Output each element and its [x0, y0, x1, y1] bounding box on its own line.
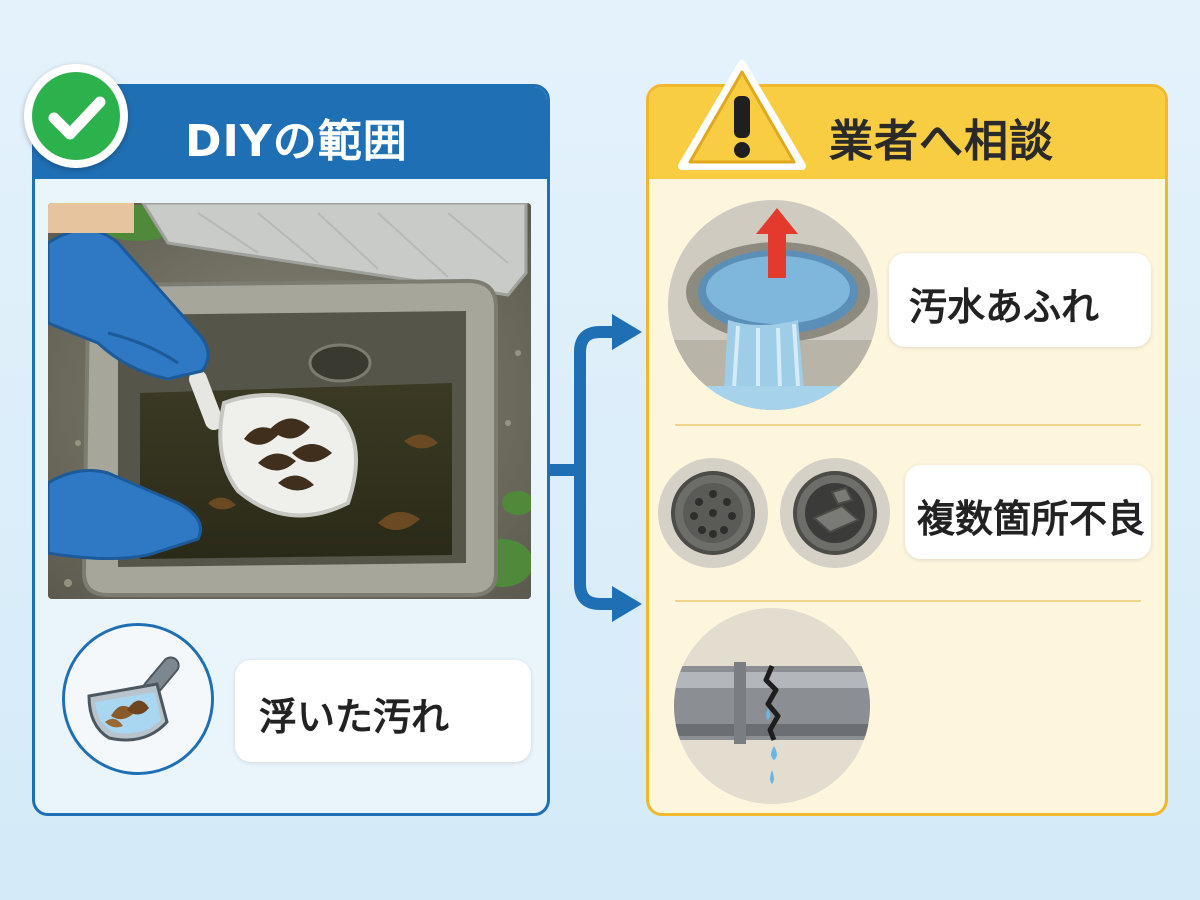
item-chip-sewage-overflow: 汚水あふれ	[889, 253, 1151, 347]
drain-covers-icon	[658, 458, 768, 568]
broken-drain-cover-icon	[780, 458, 890, 568]
diy-panel-title: DIYの範囲	[185, 116, 408, 167]
item-label-multiple-faults: 複数箇所不良	[917, 497, 1146, 541]
check-circle-icon	[24, 64, 128, 168]
divider-2	[675, 600, 1141, 602]
divider-1	[675, 424, 1141, 426]
item-label-sewage-overflow: 汚水あふれ	[909, 285, 1100, 329]
item-chip-multiple-faults: 複数箇所不良	[905, 465, 1151, 559]
cracked-pipe-icon	[674, 608, 870, 804]
diy-cleaning-photo	[48, 203, 531, 599]
branch-arrow-icon	[544, 312, 648, 630]
warning-triangle-icon	[676, 58, 808, 174]
professional-panel-title: 業者へ相談	[829, 116, 1054, 167]
scoop-icon	[62, 623, 214, 775]
item-chip-floating-dirt: 浮いた汚れ	[235, 660, 531, 762]
overflowing-basin-icon	[668, 200, 878, 410]
item-label-floating-dirt: 浮いた汚れ	[259, 695, 450, 739]
